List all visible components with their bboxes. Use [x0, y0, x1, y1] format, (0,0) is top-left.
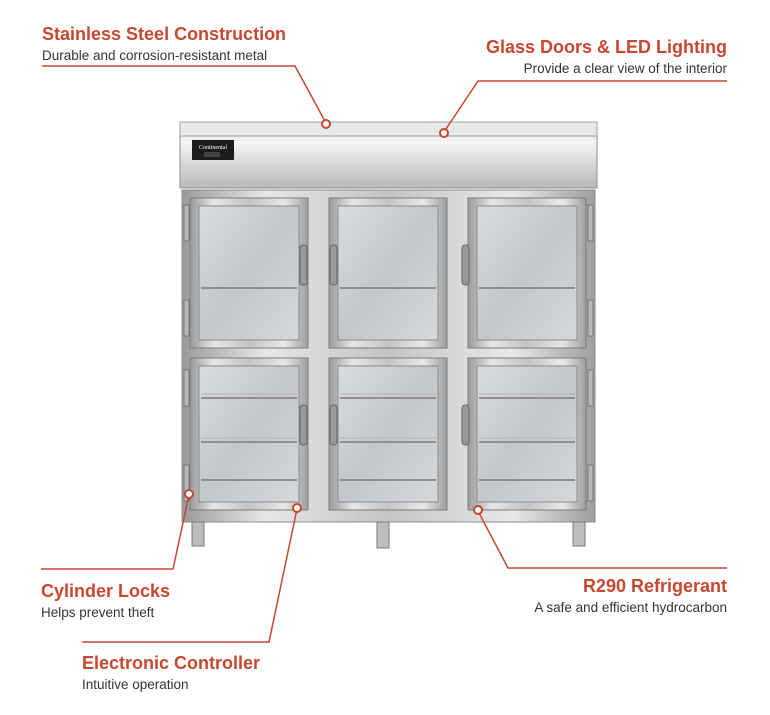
callout-description: Helps prevent theft	[41, 605, 155, 620]
callout-title: Electronic Controller	[82, 653, 261, 673]
callout-cylinder-locks: Cylinder Locks Helps prevent theft	[41, 580, 170, 622]
callout-refrigerant: R290 Refrigerant A safe and efficient hy…	[534, 575, 727, 617]
callout-title: R290 Refrigerant	[582, 576, 727, 596]
callout-stainless-steel: Stainless Steel Construction Durable and…	[42, 23, 286, 65]
brand-badge	[192, 140, 234, 160]
callout-description: Intuitive operation	[82, 677, 189, 692]
callout-title: Stainless Steel Construction	[42, 24, 287, 44]
leader-lines	[41, 65, 727, 643]
callout-title: Glass Doors & LED Lighting	[485, 37, 727, 57]
callout-description: Durable and corrosion-resistant metal	[42, 48, 268, 63]
door-handles	[299, 244, 470, 446]
callout-description: A safe and efficient hydrocarbon	[534, 600, 727, 615]
callout-electronic-controller: Electronic Controller Intuitive operatio…	[82, 652, 260, 694]
shelves	[201, 287, 575, 481]
callout-title: Cylinder Locks	[41, 581, 171, 601]
callout-description: Provide a clear view of the interior	[523, 61, 727, 76]
callout-glass-doors: Glass Doors & LED Lighting Provide a cle…	[486, 36, 727, 78]
callout-markers	[184, 119, 483, 515]
legs	[191, 521, 586, 549]
brand-badge-text: Continental	[199, 145, 227, 151]
